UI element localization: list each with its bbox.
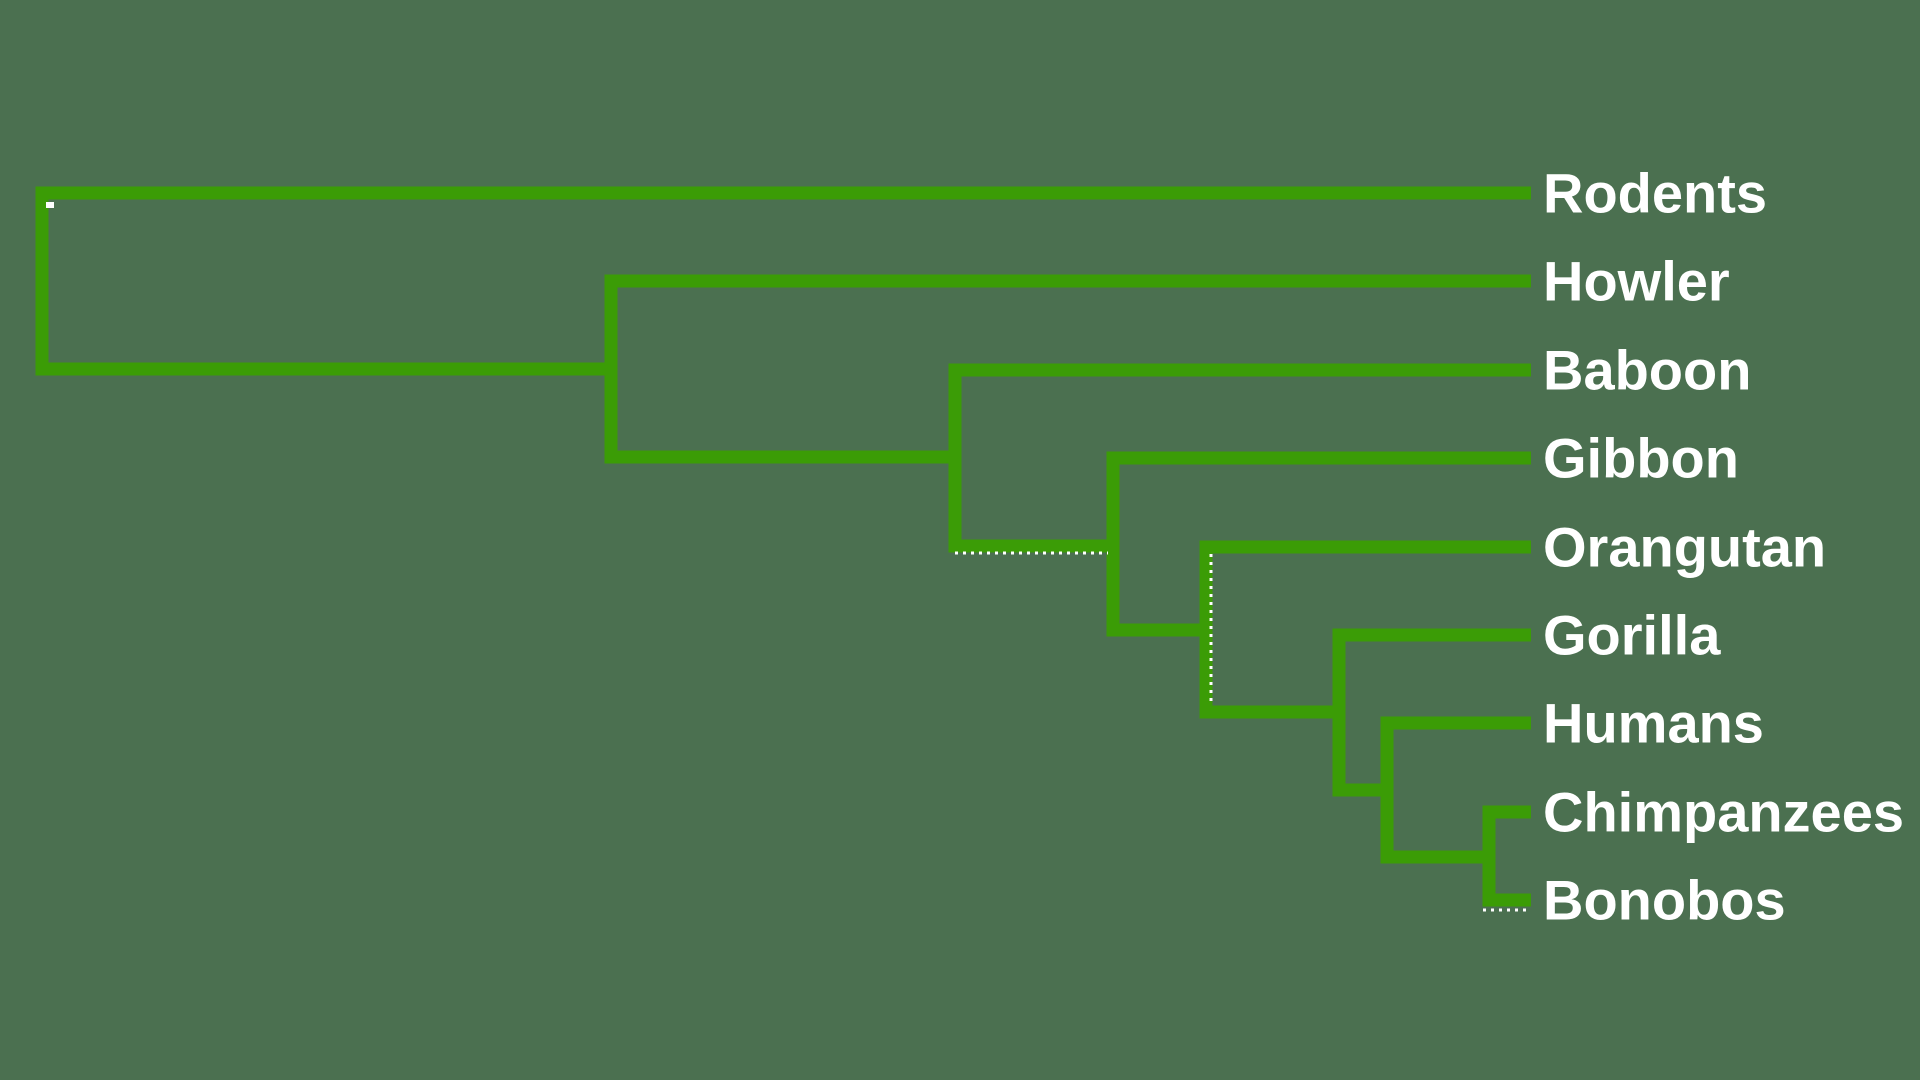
- tree-branches: [35, 186, 1531, 907]
- tip-labels: RodentsHowlerBaboonGibbonOrangutanGorill…: [1543, 162, 1904, 932]
- tip-label-bonobos: Bonobos: [1543, 869, 1786, 932]
- tip-label-orangutan: Orangutan: [1543, 516, 1826, 579]
- tip-label-humans: Humans: [1543, 692, 1764, 755]
- tip-label-howler: Howler: [1543, 250, 1730, 313]
- tip-label-gibbon: Gibbon: [1543, 427, 1739, 490]
- tip-label-baboon: Baboon: [1543, 339, 1751, 402]
- tip-label-gorilla: Gorilla: [1543, 604, 1721, 667]
- tip-label-chimpanzees: Chimpanzees: [1543, 781, 1904, 844]
- artifact-dashes: [46, 202, 1529, 912]
- tip-label-rodents: Rodents: [1543, 162, 1767, 225]
